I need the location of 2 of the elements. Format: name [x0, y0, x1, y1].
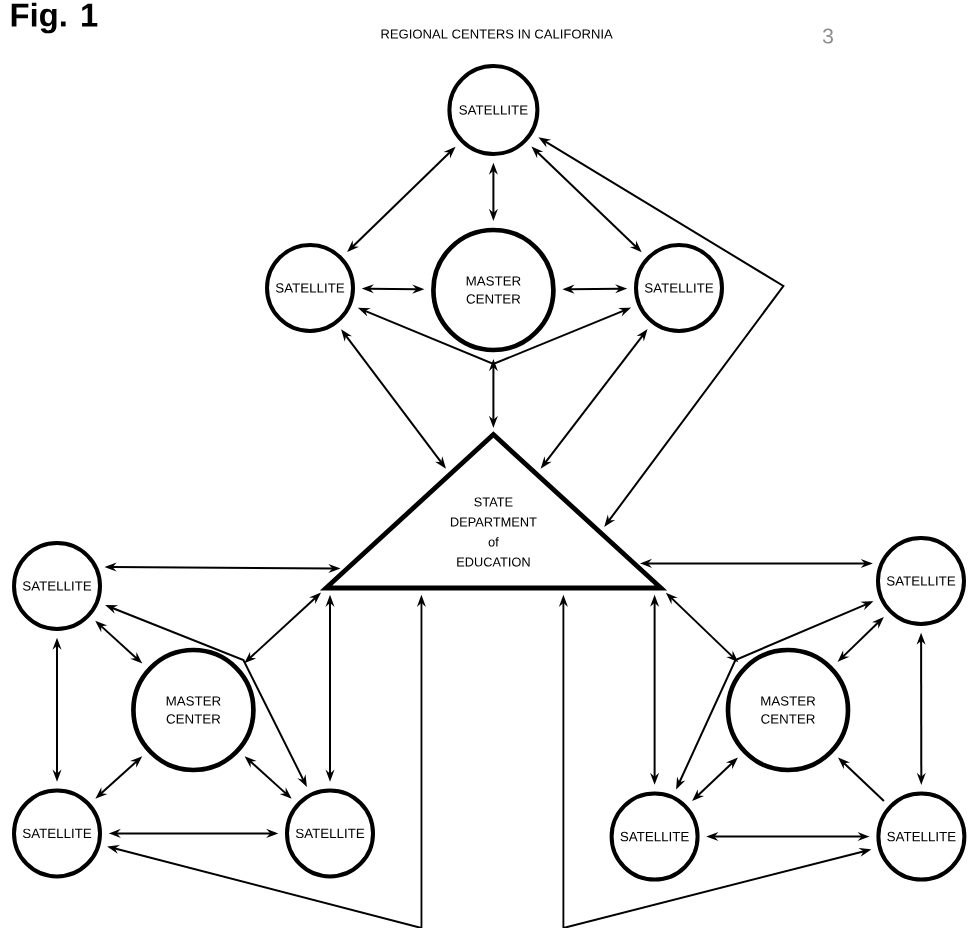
label-text: Fig. 1 [11, 2, 98, 34]
page-number: 3 [822, 28, 833, 44]
